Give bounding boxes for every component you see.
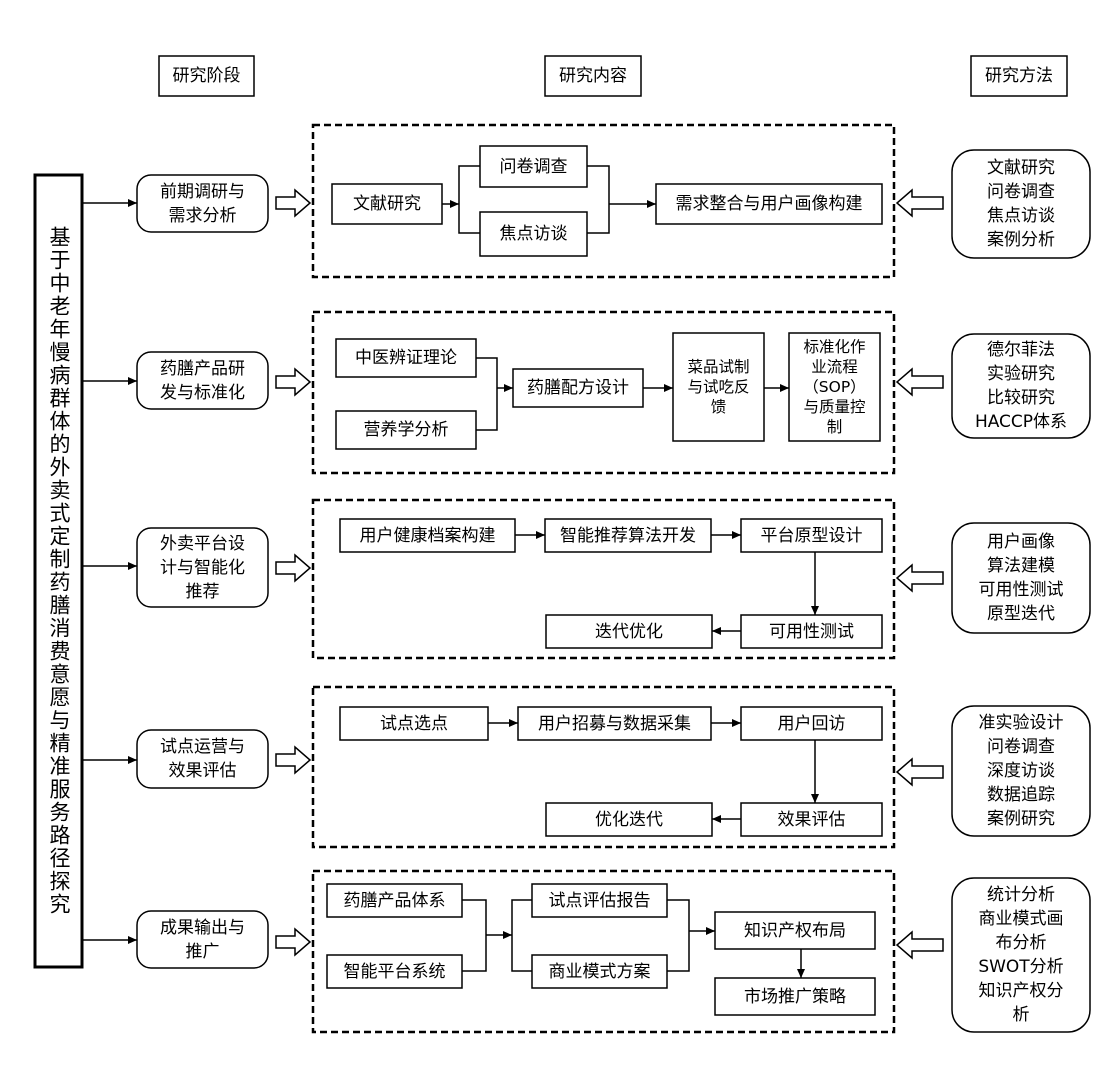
method-box-1 xyxy=(951,149,1091,259)
p1-survey: 问卷调查 xyxy=(499,156,568,177)
phase-4-container xyxy=(311,685,896,849)
stage-box-4 xyxy=(136,729,269,789)
p2-tcm-box xyxy=(335,338,477,378)
phase-5-boxes xyxy=(326,883,876,1016)
stage-2-label: 药膳产品研 发与标准化 xyxy=(160,358,245,403)
phase-5-container xyxy=(311,869,896,1034)
header-content-box xyxy=(544,55,642,97)
stage-box-1 xyxy=(136,174,269,233)
p4-optimize-box xyxy=(545,802,713,837)
stage-5-label: 成果输出与 推广 xyxy=(160,917,245,962)
p3-algorithm: 智能推荐算法开发 xyxy=(560,525,696,546)
p5-ip: 知识产权布局 xyxy=(744,920,846,941)
stage-1-label: 前期调研与 需求分析 xyxy=(160,181,245,226)
p5-business: 商业模式方案 xyxy=(548,961,651,982)
p5-marketing: 市场推广策略 xyxy=(744,986,846,1007)
p4-recruit: 用户招募与数据采集 xyxy=(538,713,691,734)
p1-integration: 需求整合与用户画像构建 xyxy=(675,194,863,214)
header-stage-box xyxy=(158,55,255,97)
p1-literature: 文献研究 xyxy=(353,194,421,214)
p3-iterate-box xyxy=(545,614,713,649)
phase-2-container xyxy=(311,310,896,475)
p2-trial: 菜品试制 与试吃反 馈 xyxy=(687,358,750,416)
header-method-box xyxy=(970,55,1068,97)
phase-2-boxes xyxy=(335,332,881,450)
method-box-5 xyxy=(951,877,1091,1033)
p5-ip-box xyxy=(714,911,876,950)
phase-1-container xyxy=(311,123,896,279)
left-hollow-arrows xyxy=(895,188,944,960)
p4-site: 试点选点 xyxy=(380,713,448,734)
p5-platform: 智能平台系统 xyxy=(343,961,446,982)
method-3-label: 用户画像 算法建模 可用性测试 原型迭代 xyxy=(978,532,1064,624)
diagram-title: 基于中老年慢病群体的外卖式定制药膳消费意愿与精准服务路径探究 xyxy=(47,226,71,916)
method-1-label: 文献研究 问卷调查 焦点访谈 案例分析 xyxy=(987,158,1055,250)
stage-box-5 xyxy=(136,910,269,969)
p4-evaluate-box xyxy=(740,802,883,837)
p5-marketing-box xyxy=(714,977,876,1016)
method-box-4 xyxy=(951,705,1091,837)
p5-report: 试点评估报告 xyxy=(548,890,651,911)
stage-box-2 xyxy=(136,351,269,410)
stage-connectors xyxy=(83,199,137,944)
phase-5-lines xyxy=(462,899,805,978)
p5-platform-box xyxy=(326,954,463,989)
stage-4-label: 试点运营与 效果评估 xyxy=(160,737,245,781)
method-box-3 xyxy=(951,522,1091,634)
phase-3-lines xyxy=(515,531,819,635)
phase-containers xyxy=(311,123,896,1034)
p4-evaluate: 效果评估 xyxy=(777,809,846,830)
phase-2-lines xyxy=(476,357,789,431)
method-box-2 xyxy=(951,333,1091,439)
p2-formula-box xyxy=(512,368,644,408)
p3-prototype-box xyxy=(740,518,883,553)
header-stage: 研究阶段 xyxy=(172,66,241,86)
p3-prototype: 平台原型设计 xyxy=(760,525,863,546)
phase-3-boxes xyxy=(339,518,883,649)
p1-focus-box xyxy=(479,211,588,257)
phase-1-boxes xyxy=(331,145,883,257)
phase-3-container xyxy=(311,498,896,660)
p2-nutrition-box xyxy=(335,410,477,450)
p1-integration-box xyxy=(655,183,883,225)
method-2-label: 德尔菲法 实验研究 比较研究 HACCP体系 xyxy=(974,340,1068,432)
p5-products: 药膳产品体系 xyxy=(343,890,446,911)
p2-trial-box xyxy=(672,332,765,442)
p2-sop: 标准化作 业流程 （SOP） 与质量控 制 xyxy=(803,338,866,436)
p2-nutrition: 营养学分析 xyxy=(363,420,449,440)
p1-survey-box xyxy=(479,145,588,188)
p3-profile-box xyxy=(339,518,516,553)
p3-iterate: 迭代优化 xyxy=(595,621,663,642)
p1-literature-box xyxy=(331,183,443,225)
p4-revisit: 用户回访 xyxy=(777,713,846,734)
header-method: 研究方法 xyxy=(985,66,1053,86)
title-box xyxy=(33,173,84,969)
phase-4-lines xyxy=(488,719,819,823)
p5-products-box xyxy=(326,883,463,918)
p3-usability: 可用性测试 xyxy=(769,621,854,642)
right-hollow-arrows xyxy=(275,188,312,957)
header-content: 研究内容 xyxy=(559,66,627,86)
p3-usability-box xyxy=(740,614,883,649)
method-4-label: 准实验设计 问卷调查 深度访谈 数据追踪 案例研究 xyxy=(978,713,1064,829)
method-boxes xyxy=(951,149,1091,1033)
p3-profile: 用户健康档案构建 xyxy=(359,525,496,546)
stage-box-3 xyxy=(136,527,269,608)
p2-sop-box xyxy=(788,332,881,442)
p5-business-box xyxy=(531,954,668,989)
p1-focus: 焦点访谈 xyxy=(499,224,568,244)
phase-1-lines xyxy=(442,165,656,234)
stage-boxes xyxy=(136,174,269,969)
method-5-label: 统计分析 商业模式画 布分析 SWOT分析 知识产权分 析 xyxy=(978,885,1064,1025)
p4-optimize: 优化迭代 xyxy=(595,809,663,830)
stage-3-label: 外卖平台设 计与智能化 推荐 xyxy=(160,533,245,602)
p2-formula: 药膳配方设计 xyxy=(527,378,629,398)
p2-tcm: 中医辨证理论 xyxy=(355,348,457,368)
